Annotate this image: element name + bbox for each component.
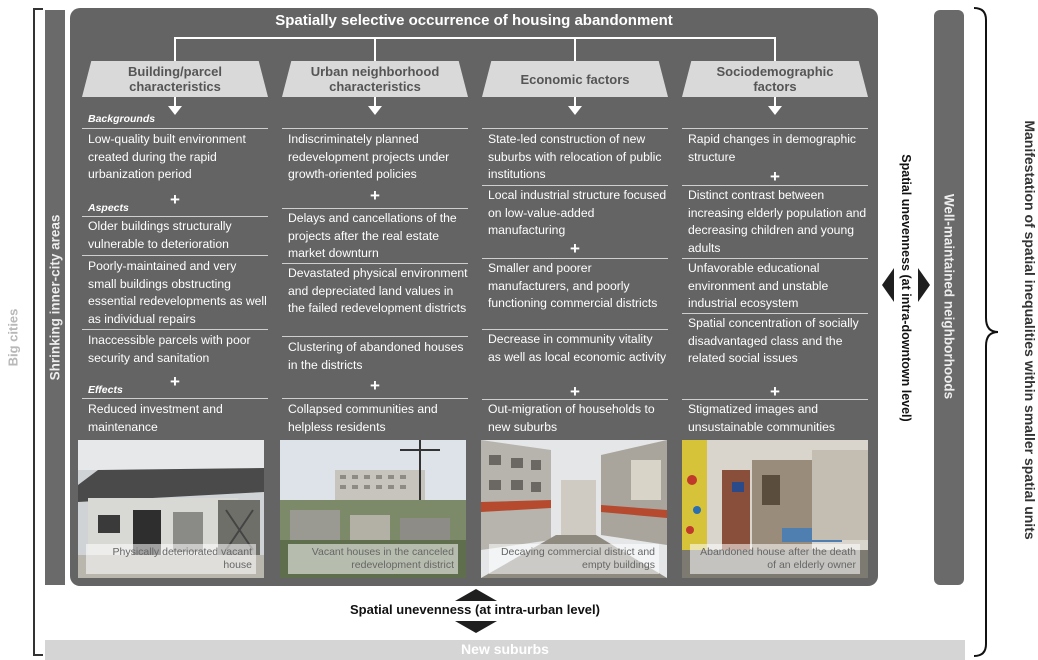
label-backgrounds: Backgrounds	[88, 113, 156, 125]
sep	[482, 399, 668, 400]
col4-aspect-3: Spatial concentration of socially disadv…	[688, 316, 859, 365]
col4-aspect-1: Distinct contrast between increasing eld…	[688, 188, 867, 255]
shrinking-inner-city-bar	[45, 10, 65, 585]
big-cities-label: Big cities	[5, 308, 21, 367]
col3-aspect-1: Smaller and poorer manufacturers, and po…	[488, 261, 658, 310]
spatial-inequalities-label: Manifestation of spatial inequalities wi…	[1022, 120, 1038, 540]
header-economic: Economic factors	[482, 61, 668, 97]
col2-effect: Collapsed communities and helpless resid…	[288, 402, 438, 434]
intra-urban-double-arrow	[455, 589, 497, 633]
plus-sign: +	[570, 382, 580, 401]
branch-connector-4	[774, 37, 776, 61]
new-suburbs-label: New suburbs	[461, 641, 549, 657]
col4-effect: Stigmatized images and unsustainable com…	[688, 402, 836, 434]
plus-sign: +	[170, 190, 180, 209]
col3-aspect-2: Decrease in community vitality as well a…	[488, 332, 667, 364]
photo-abandoned-house: Abandoned house after the death of an el…	[682, 440, 868, 578]
photo-commercial-district: Decaying commercial district and empty b…	[481, 440, 667, 578]
plus-sign: +	[170, 372, 180, 391]
col3-background-1: State-led construction of new suburbs wi…	[488, 132, 662, 181]
well-maintained-bar	[934, 10, 964, 585]
photo-caption-4: Abandoned house after the death of an el…	[690, 544, 860, 574]
col2-aspect-3: Clustering of abandoned houses in the di…	[288, 340, 464, 372]
col1-aspect-3: Inaccessible parcels with poor security …	[88, 333, 251, 365]
sep	[682, 313, 868, 314]
intra-urban-label: Spatial unevenness (at intra-urban level…	[350, 602, 600, 617]
intra-downtown-double-arrow	[882, 268, 930, 302]
header-stem-3	[574, 97, 576, 107]
header-arrow-2	[368, 106, 382, 115]
sep	[682, 185, 868, 186]
sep	[82, 255, 268, 256]
branch-connector-1	[174, 37, 176, 61]
col1-background: Low-quality built environment created du…	[88, 132, 246, 181]
header-building-parcel: Building/parcel characteristics	[82, 61, 268, 97]
sep	[282, 128, 468, 129]
header-arrow-4	[768, 106, 782, 115]
sep	[282, 398, 468, 399]
well-maintained-label: Well-maintained neighborhoods	[941, 193, 957, 400]
plus-sign: +	[570, 239, 580, 258]
col2-aspect-1: Delays and cancellations of the projects…	[288, 211, 457, 260]
label-effects: Effects	[88, 384, 123, 396]
photo-caption-3: Decaying commercial district and empty b…	[489, 544, 659, 574]
sep	[282, 263, 468, 264]
sep	[82, 398, 268, 399]
sep	[282, 208, 468, 209]
col1-aspect-2: Poorly-maintained and very small buildin…	[88, 259, 267, 326]
header-stem-2	[374, 97, 376, 107]
col1-effect: Reduced investment and maintenance	[88, 402, 223, 434]
sep	[682, 258, 868, 259]
sep	[82, 329, 268, 330]
shrinking-inner-city-label: Shrinking inner-city areas	[47, 214, 63, 381]
plus-sign: +	[770, 167, 780, 186]
header-stem-4	[774, 97, 776, 107]
plus-sign: +	[370, 186, 380, 205]
col3-background-2: Local industrial structure focused on lo…	[488, 188, 667, 237]
intra-downtown-label: Spatial unevenness (at intra-downtown le…	[899, 154, 913, 422]
right-curly-brace	[973, 7, 999, 657]
new-suburbs-bar	[45, 640, 965, 660]
plus-sign: +	[770, 382, 780, 401]
sep	[482, 329, 668, 330]
title-branch-line	[175, 37, 775, 39]
col3-effect: Out-migration of households to new subur…	[488, 402, 655, 434]
sep	[482, 185, 668, 186]
col1-aspect-1: Older buildings structurally vulnerable …	[88, 219, 232, 251]
sep	[82, 128, 268, 129]
col4-background: Rapid changes in demographic structure	[688, 132, 857, 164]
sep	[482, 258, 668, 259]
panel-title: Spatially selective occurrence of housin…	[275, 12, 673, 29]
col2-background: Indiscriminately planned redevelopment p…	[288, 132, 450, 181]
photo-deteriorated-house: Physically deteriorated vacant house	[78, 440, 264, 578]
sep	[482, 128, 668, 129]
header-sociodemographic: Sociodemographic factors	[682, 61, 868, 97]
header-arrow-1	[168, 106, 182, 115]
big-cities-bracket	[33, 8, 43, 656]
branch-connector-2	[374, 37, 376, 61]
header-urban-neighborhood: Urban neighborhood characteristics	[282, 61, 468, 97]
sep	[682, 128, 868, 129]
photo-caption-2: Vacant houses in the canceled redevelopm…	[288, 544, 458, 574]
sep	[82, 216, 268, 217]
plus-sign: +	[370, 376, 380, 395]
header-stem-1	[174, 97, 176, 107]
branch-connector-3	[574, 37, 576, 61]
header-arrow-3	[568, 106, 582, 115]
photo-caption-1: Physically deteriorated vacant house	[86, 544, 256, 574]
col2-aspect-2: Devastated physical environment and depr…	[288, 266, 468, 315]
sep	[282, 336, 468, 337]
col4-aspect-2: Unfavorable educational environment and …	[688, 261, 829, 310]
sep	[682, 399, 868, 400]
label-aspects: Aspects	[88, 202, 129, 214]
photo-vacant-redevelopment: Vacant houses in the canceled redevelopm…	[280, 440, 466, 578]
